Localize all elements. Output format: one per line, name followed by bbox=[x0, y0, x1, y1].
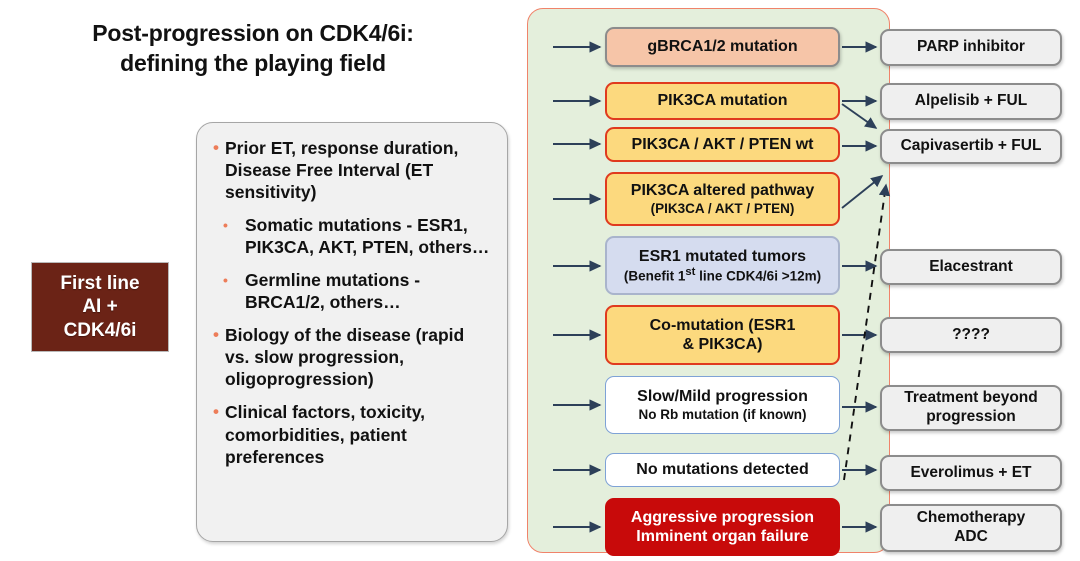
bullet-dot-icon: • bbox=[223, 272, 228, 289]
condition-sublabel: (PIK3CA / AKT / PTEN) bbox=[650, 200, 795, 216]
treatment-node-beyond-progression[interactable]: Treatment beyond progression bbox=[880, 385, 1062, 431]
condition-node-aggressive-progression[interactable]: Aggressive progression Imminent organ fa… bbox=[605, 498, 840, 556]
treatment-node-unknown[interactable]: ???? bbox=[880, 317, 1062, 353]
condition-node-gbrca[interactable]: gBRCA1/2 mutation bbox=[605, 27, 840, 67]
condition-node-pik3ca-akt-pten-wt[interactable]: PIK3CA / AKT / PTEN wt bbox=[605, 127, 840, 162]
list-item-text: Biology of the disease (rapid vs. slow p… bbox=[225, 325, 465, 390]
treatment-label: Elacestrant bbox=[929, 257, 1013, 275]
treatment-node-capivasertib[interactable]: Capivasertib + FUL bbox=[880, 129, 1062, 164]
bullet-dot-icon: • bbox=[213, 325, 219, 345]
treatment-label: Treatment beyond bbox=[904, 389, 1038, 407]
list-item: • Clinical factors, toxicity, comorbidit… bbox=[211, 401, 491, 467]
treatment-label: ???? bbox=[952, 325, 990, 343]
condition-label: PIK3CA altered pathway bbox=[630, 182, 815, 200]
condition-sublabel: No Rb mutation (if known) bbox=[638, 406, 807, 422]
condition-sublabel: (Benefit 1st line CDK4/6i >12m) bbox=[623, 265, 822, 284]
condition-label: Slow/Mild progression bbox=[637, 388, 808, 406]
treatment-sublabel: progression bbox=[926, 408, 1016, 425]
bullet-dot-icon: • bbox=[213, 138, 219, 157]
condition-node-no-mutations[interactable]: No mutations detected bbox=[605, 453, 840, 487]
first-line-label-3: CDK4/6i bbox=[63, 319, 137, 341]
page-title-line-1: Post-progression on CDK4/6i: bbox=[92, 20, 414, 46]
list-item-text: Prior ET, response duration, Disease Fre… bbox=[225, 138, 459, 203]
first-line-therapy-box: First line AI + CDK4/6i bbox=[31, 262, 169, 352]
condition-label: PIK3CA mutation bbox=[657, 92, 788, 110]
treatment-label: PARP inhibitor bbox=[917, 38, 1025, 56]
treatment-label: Alpelisib + FUL bbox=[914, 92, 1028, 110]
condition-node-co-mutation[interactable]: Co-mutation (ESR1 & PIK3CA) bbox=[605, 305, 840, 365]
list-item: • Germline mutations - BRCA1/2, others… bbox=[211, 269, 491, 313]
list-item-text: Germline mutations - BRCA1/2, others… bbox=[245, 270, 421, 313]
list-item: • Prior ET, response duration, Disease F… bbox=[211, 137, 491, 203]
condition-label: ESR1 mutated tumors bbox=[638, 247, 807, 265]
condition-node-esr1-mutated[interactable]: ESR1 mutated tumors (Benefit 1st line CD… bbox=[605, 236, 840, 295]
page-title: Post-progression on CDK4/6i: defining th… bbox=[18, 18, 488, 79]
list-item-text: Somatic mutations - ESR1, PIK3CA, AKT, P… bbox=[245, 215, 490, 258]
treatment-label: Everolimus + ET bbox=[910, 463, 1032, 481]
treatment-sublabel: ADC bbox=[954, 528, 988, 545]
treatment-node-alpelisib[interactable]: Alpelisib + FUL bbox=[880, 83, 1062, 120]
first-line-label-1: First line bbox=[60, 272, 140, 294]
treatment-node-elacestrant[interactable]: Elacestrant bbox=[880, 249, 1062, 285]
condition-label: gBRCA1/2 mutation bbox=[647, 38, 798, 56]
condition-node-slow-mild-progression[interactable]: Slow/Mild progression No Rb mutation (if… bbox=[605, 376, 840, 434]
bullet-dot-icon: • bbox=[223, 217, 228, 234]
treatment-label: Chemotherapy bbox=[916, 509, 1026, 527]
condition-label: PIK3CA / AKT / PTEN wt bbox=[631, 135, 814, 153]
condition-sublabel: Imminent organ failure bbox=[636, 528, 809, 545]
condition-label: Aggressive progression bbox=[630, 508, 815, 526]
treatment-node-chemotherapy-adc[interactable]: Chemotherapy ADC bbox=[880, 504, 1062, 552]
treatment-node-parp-inhibitor[interactable]: PARP inhibitor bbox=[880, 29, 1062, 66]
condition-sublabel: & PIK3CA) bbox=[682, 336, 763, 353]
list-item-text: Clinical factors, toxicity, comorbiditie… bbox=[225, 402, 426, 467]
first-line-label-2: AI + bbox=[82, 296, 118, 318]
list-item: • Somatic mutations - ESR1, PIK3CA, AKT,… bbox=[211, 214, 491, 258]
treatment-node-everolimus[interactable]: Everolimus + ET bbox=[880, 455, 1062, 491]
condition-label: Co-mutation (ESR1 bbox=[649, 316, 796, 334]
condition-label: No mutations detected bbox=[636, 461, 809, 479]
list-item: • Biology of the disease (rapid vs. slow… bbox=[211, 324, 491, 390]
condition-node-pik3ca-altered-pathway[interactable]: PIK3CA altered pathway (PIK3CA / AKT / P… bbox=[605, 172, 840, 226]
considerations-card: • Prior ET, response duration, Disease F… bbox=[196, 122, 508, 542]
condition-node-pik3ca-mutation[interactable]: PIK3CA mutation bbox=[605, 82, 840, 120]
treatment-label: Capivasertib + FUL bbox=[900, 137, 1042, 155]
page-title-line-2: defining the playing field bbox=[120, 50, 386, 77]
bullet-dot-icon: • bbox=[213, 402, 219, 422]
